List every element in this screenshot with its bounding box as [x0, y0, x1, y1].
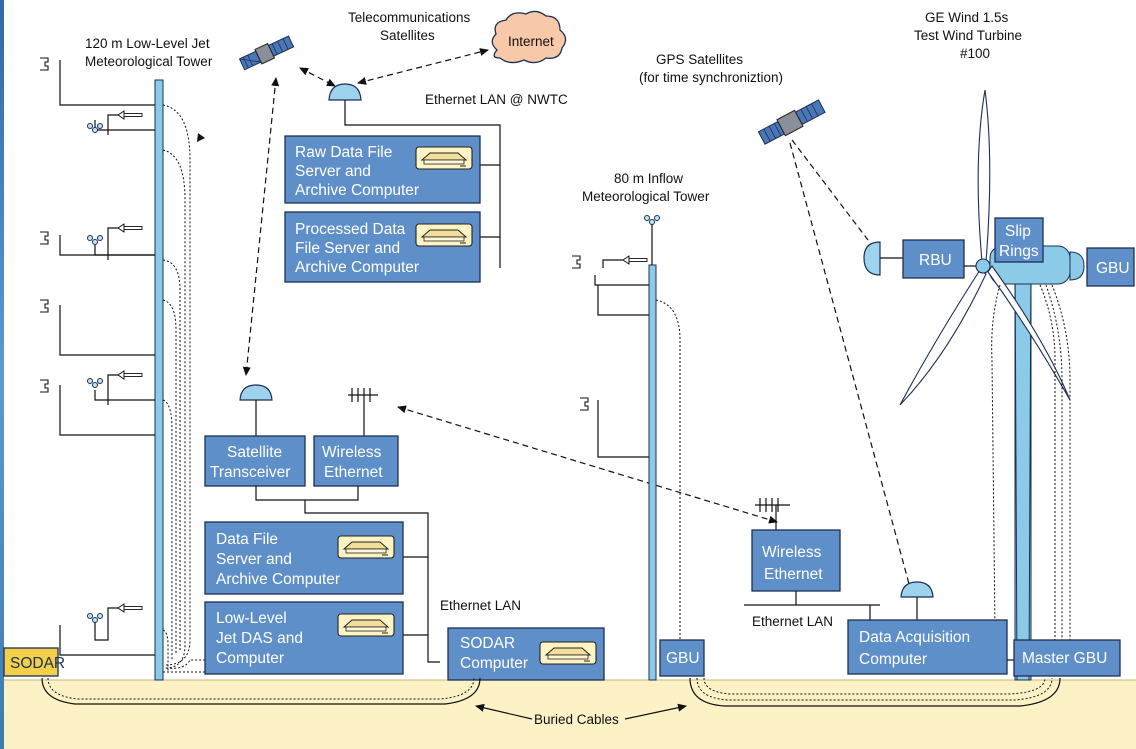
- disk-drive-icon: [415, 223, 473, 247]
- svg-text:GE Wind 1.5s: GE Wind 1.5s: [925, 10, 1009, 25]
- svg-text:Jet DAS and: Jet DAS and: [216, 630, 303, 647]
- svg-text:(for time synchroniztion): (for time synchroniztion): [639, 70, 783, 85]
- wireless-ethernet-left-box: Wireless Ethernet: [313, 435, 399, 487]
- internet-label: Internet: [508, 34, 554, 49]
- buried-cables: [41, 677, 1061, 707]
- ethernet-lan-label: Ethernet LAN: [440, 598, 521, 613]
- svg-text:RBU: RBU: [919, 252, 952, 269]
- svg-text:GBU: GBU: [666, 650, 700, 667]
- svg-text:GBU: GBU: [1096, 260, 1130, 277]
- tower-80m-instruments: [571, 215, 681, 640]
- svg-text:Meteorological Tower: Meteorological Tower: [582, 189, 710, 204]
- wind-turbine-icon: [899, 89, 1085, 681]
- rbu-box: RBU: [902, 239, 965, 279]
- dish-antenna-icon: [239, 384, 273, 401]
- dish-antenna-icon: [328, 83, 362, 101]
- svg-text:Processed Data: Processed Data: [295, 221, 406, 238]
- dish-antenna-icon: [900, 581, 934, 598]
- yagi-antenna-icon: [348, 388, 378, 436]
- buried-cables-label: Buried Cables: [534, 712, 619, 727]
- tower-120m-cables: [162, 104, 205, 673]
- svg-text:Archive Computer: Archive Computer: [295, 259, 419, 276]
- svg-text:Slip: Slip: [1005, 223, 1031, 240]
- svg-text:Low-Level: Low-Level: [216, 610, 287, 627]
- svg-text:Computer: Computer: [216, 650, 284, 667]
- gbu-nacelle-box: GBU: [1086, 247, 1135, 287]
- telecom-satellites-label: Telecommunications Satellites: [348, 10, 471, 43]
- svg-text:Meteorological Tower: Meteorological Tower: [85, 54, 213, 69]
- svg-text:Computer: Computer: [460, 655, 528, 672]
- ethernet-lan-right-label: Ethernet LAN: [752, 614, 833, 629]
- master-gbu-box: Master GBU: [1013, 639, 1121, 677]
- svg-text:Raw Data File: Raw Data File: [295, 144, 392, 161]
- yagi-antenna-icon: [755, 498, 790, 530]
- svg-text:Telecommunications: Telecommunications: [348, 10, 471, 25]
- svg-text:Test Wind Turbine: Test Wind Turbine: [914, 28, 1022, 43]
- svg-text:Server and: Server and: [216, 551, 292, 568]
- svg-text:Wireless: Wireless: [762, 544, 822, 561]
- cloud-icon: [491, 10, 567, 64]
- gbu-tower-box: GBU: [659, 639, 705, 677]
- ethernet-lan-nwtc-label: Ethernet LAN @ NWTC: [425, 92, 568, 107]
- svg-text:#100: #100: [960, 46, 990, 61]
- svg-text:Transceiver: Transceiver: [210, 464, 290, 481]
- svg-text:Satellite: Satellite: [227, 444, 282, 461]
- tower-80m-label: 80 m Inflow Meteorological Tower: [582, 171, 710, 204]
- svg-text:GPS Satellites: GPS Satellites: [656, 52, 743, 67]
- svg-text:File Server and: File Server and: [295, 240, 400, 257]
- svg-text:Archive Computer: Archive Computer: [295, 182, 419, 199]
- tower-80m: [648, 264, 657, 681]
- daq-computer-box: Data Acquisition Computer: [847, 619, 1008, 675]
- wind-turbine-label: GE Wind 1.5s Test Wind Turbine #100: [914, 10, 1022, 61]
- satellite-icon: [238, 35, 295, 71]
- svg-text:Master GBU: Master GBU: [1022, 650, 1107, 667]
- satellite-transceiver-box: Satellite Transceiver: [204, 435, 306, 487]
- svg-text:80 m Inflow: 80 m Inflow: [614, 171, 683, 186]
- svg-text:Data Acquisition: Data Acquisition: [859, 629, 970, 646]
- disk-drive-icon: [415, 146, 473, 170]
- svg-text:SODAR: SODAR: [460, 635, 515, 652]
- svg-text:Computer: Computer: [859, 651, 927, 668]
- sky-strip: [0, 0, 4, 749]
- svg-text:Data File: Data File: [216, 531, 278, 548]
- disk-drive-icon: [337, 613, 395, 637]
- dish-antenna-icon: [863, 241, 881, 276]
- svg-text:Ethernet: Ethernet: [764, 566, 823, 583]
- svg-text:Archive Computer: Archive Computer: [216, 571, 340, 588]
- ground: [4, 680, 1136, 749]
- svg-text:Server and: Server and: [295, 163, 371, 180]
- tower-120m: [154, 79, 164, 681]
- raw-data-server: Raw Data File Server and Archive Compute…: [284, 135, 481, 204]
- disk-drive-icon: [539, 641, 597, 665]
- svg-text:120 m Low-Level Jet: 120 m Low-Level Jet: [85, 36, 210, 51]
- processed-data-server: Processed Data File Server and Archive C…: [284, 211, 481, 283]
- tower-120m-label: 120 m Low-Level Jet Meteorological Tower: [85, 36, 213, 69]
- lljet-das-box: Low-Level Jet DAS and Computer: [204, 601, 404, 675]
- data-file-server-box: Data File Server and Archive Computer: [204, 521, 404, 595]
- slip-rings-box: Slip Rings: [994, 217, 1044, 263]
- svg-text:SODAR: SODAR: [10, 655, 65, 672]
- satellite-icon: [757, 99, 826, 145]
- svg-text:Rings: Rings: [999, 243, 1039, 260]
- svg-text:Wireless: Wireless: [322, 444, 382, 461]
- tower-120m-instruments: [39, 57, 155, 656]
- sodar-computer-box: SODAR Computer: [447, 627, 605, 681]
- disk-drive-icon: [337, 535, 395, 559]
- gps-satellites-label: GPS Satellites (for time synchroniztion): [639, 52, 783, 85]
- svg-text:Satellites: Satellites: [380, 28, 435, 43]
- svg-text:Ethernet: Ethernet: [324, 464, 383, 481]
- wireless-ethernet-right-box: Wireless Ethernet: [751, 529, 841, 592]
- sodar-box: SODAR: [3, 647, 65, 677]
